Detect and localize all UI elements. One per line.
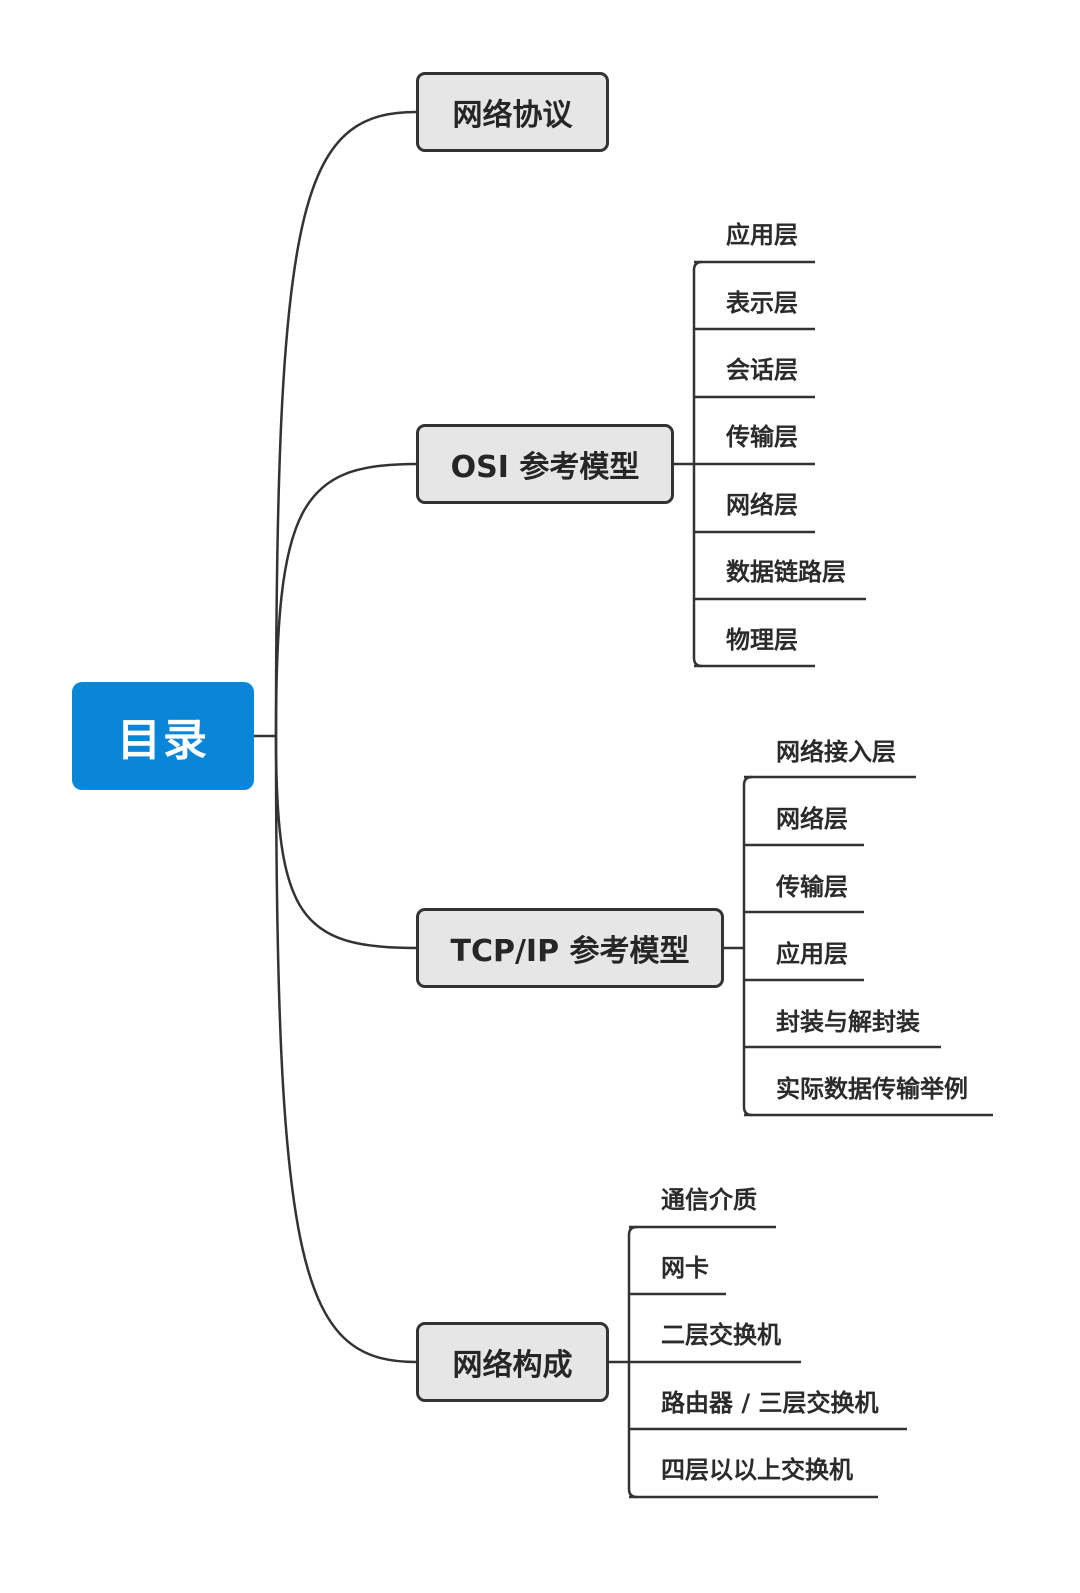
leaf-tcpip-application-layer[interactable]: 应用层 (776, 940, 848, 968)
leaf-osi-transport-layer[interactable]: 传输层 (726, 423, 798, 451)
leaf-router-layer3-switch[interactable]: 路由器 / 三层交换机 (661, 1389, 879, 1417)
branch-osi-model[interactable]: OSI 参考模型 (416, 424, 674, 504)
tcpip-bracket-line (742, 775, 753, 1117)
leaf-tcpip-network-layer[interactable]: 网络层 (776, 805, 848, 833)
leaf-layer2-switch[interactable]: 二层交换机 (661, 1321, 781, 1349)
root-to-branch-2-line (274, 735, 417, 950)
leaf-communication-medium[interactable]: 通信介质 (661, 1186, 757, 1214)
leaf-tcpip-network-access-layer[interactable]: 网络接入层 (776, 738, 896, 766)
root-to-branch-0-line (274, 110, 417, 737)
leaf-tcpip-transfer-example[interactable]: 实际数据传输举例 (776, 1075, 968, 1103)
branch-tcpip-model[interactable]: TCP/IP 参考模型 (416, 908, 724, 988)
leaf-layer4-plus-switch[interactable]: 四层以以上交换机 (661, 1456, 853, 1484)
leaf-osi-presentation-layer[interactable]: 表示层 (726, 289, 798, 317)
root-node[interactable]: 目录 (72, 682, 254, 790)
root-to-branch-3-line (274, 735, 417, 1364)
leaf-tcpip-encapsulation[interactable]: 封装与解封装 (776, 1008, 920, 1036)
branch-network-composition[interactable]: 网络构成 (416, 1322, 609, 1402)
leaf-osi-session-layer[interactable]: 会话层 (726, 356, 798, 384)
leaf-osi-network-layer[interactable]: 网络层 (726, 491, 798, 519)
root-to-branch-1-line (274, 462, 417, 737)
branch-network-protocol[interactable]: 网络协议 (416, 72, 609, 152)
leaf-osi-application-layer[interactable]: 应用层 (726, 221, 798, 249)
leaf-osi-data-link-layer[interactable]: 数据链路层 (726, 558, 846, 586)
leaf-tcpip-transport-layer[interactable]: 传输层 (776, 873, 848, 901)
leaf-network-card[interactable]: 网卡 (661, 1254, 709, 1282)
leaf-osi-physical-layer[interactable]: 物理层 (726, 626, 798, 654)
